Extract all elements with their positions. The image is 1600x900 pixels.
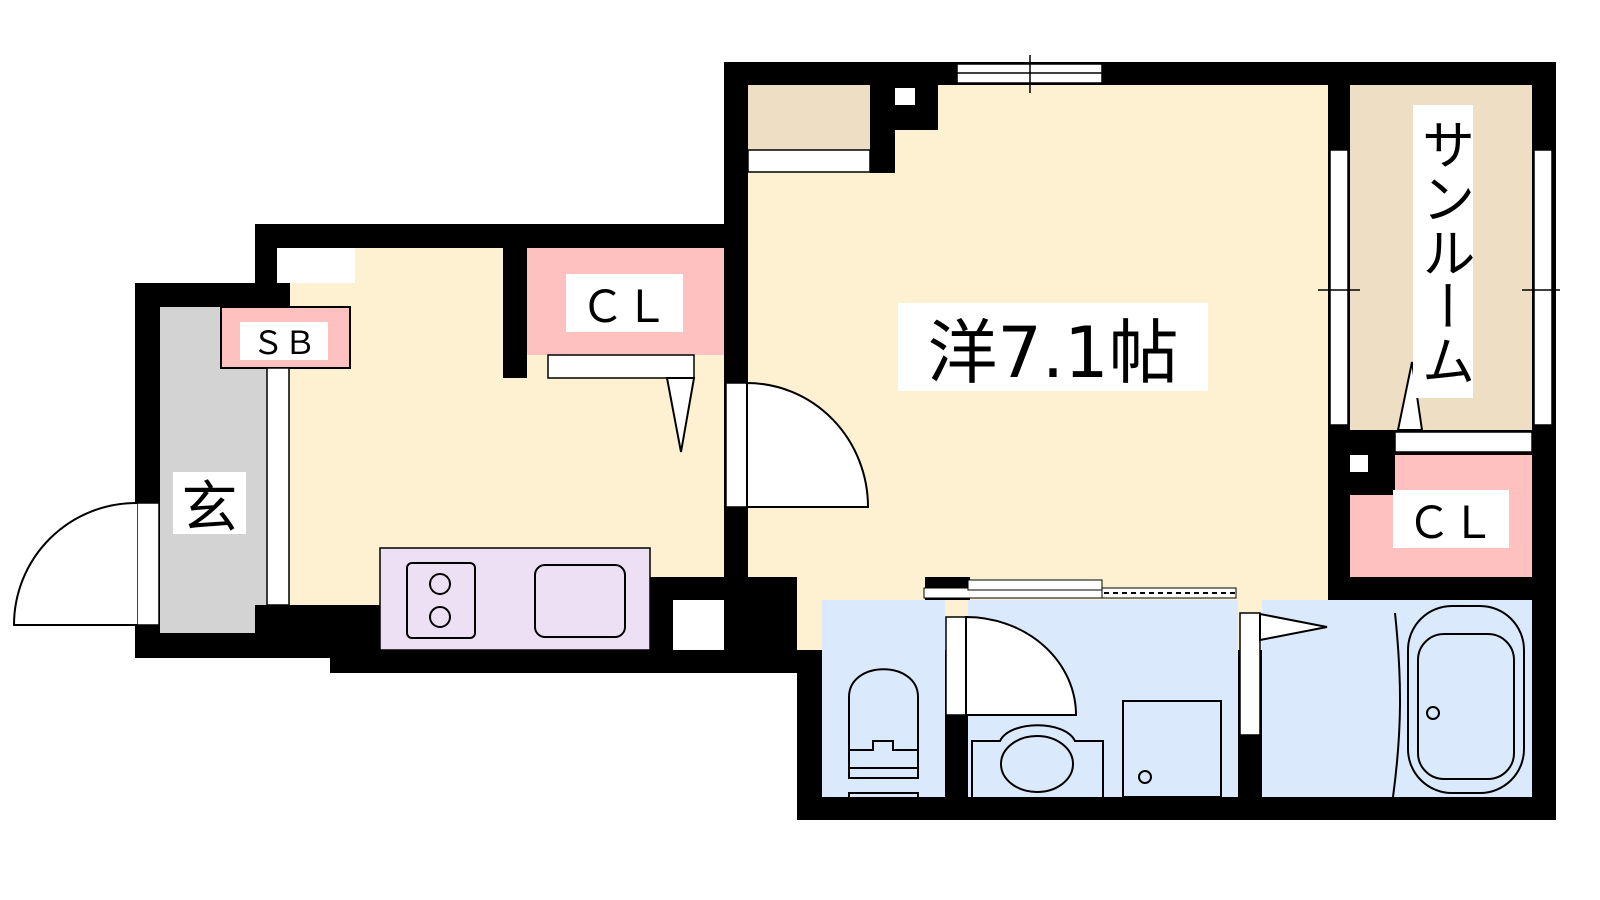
burner-icon: [429, 606, 451, 628]
storage-shelf: [747, 149, 871, 173]
pillar: [870, 85, 895, 173]
sink: [534, 564, 626, 638]
wall-corner: [255, 605, 330, 658]
toilet-room: [822, 600, 945, 797]
main-room-label: 洋7.1帖: [898, 303, 1208, 394]
upper-left-nook: [277, 248, 355, 283]
toilet-door-swing[interactable]: [965, 615, 1078, 716]
washer-pan: [1122, 700, 1222, 798]
nook: [673, 600, 724, 650]
sliding-door[interactable]: [967, 579, 1103, 591]
main-door-swing[interactable]: [746, 381, 870, 508]
step: [266, 367, 290, 606]
washbasin-icon: [971, 724, 1104, 797]
closet-right-label: ＣＬ: [1393, 490, 1509, 549]
toilet-icon: [848, 668, 919, 779]
shoe-box-label: ＳＢ: [240, 322, 328, 362]
pillar-hole: [895, 88, 915, 105]
entrance-label: 玄: [173, 472, 246, 541]
sunroom-door: [1394, 431, 1533, 453]
closet-left-door: [547, 354, 695, 379]
stove: [406, 562, 476, 639]
sunroom-window-right: [1533, 149, 1553, 426]
entrance-door-frame: [136, 502, 160, 626]
bathtub-icon: [1407, 605, 1525, 794]
closet-left-label: ＣＬ: [566, 274, 683, 333]
main-door-frame: [725, 382, 748, 508]
sunroom-label: サンルーム: [1412, 105, 1475, 398]
entrance-door-swing[interactable]: [12, 501, 138, 626]
sunroom-window-left: [1329, 149, 1349, 426]
top-left-storage: [748, 85, 870, 150]
burner-icon: [429, 573, 451, 595]
